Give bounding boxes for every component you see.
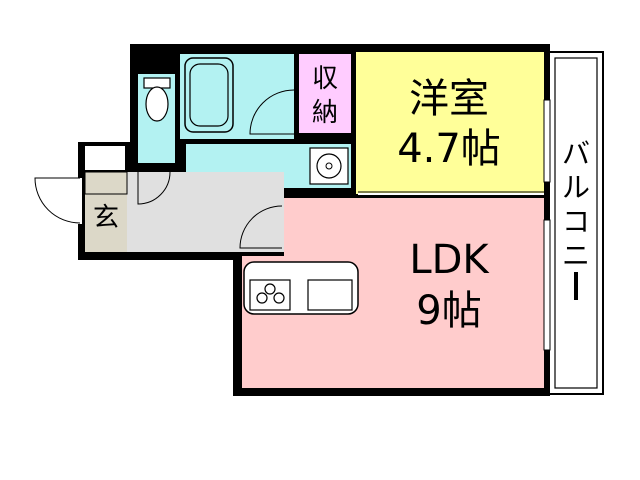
kitchen-sink xyxy=(307,279,353,311)
balcony-char-2: ル xyxy=(562,171,590,204)
stove-burner-left xyxy=(256,292,268,304)
storage-floor xyxy=(299,54,351,133)
balcony-char-3: コ xyxy=(562,205,590,238)
western-room-name: 洋室 xyxy=(409,76,489,122)
front-door-swing xyxy=(34,177,81,224)
balcony-window-upper xyxy=(543,99,551,183)
entrance-step xyxy=(84,171,128,195)
stove-burner-right xyxy=(273,292,285,304)
balcony-char-5-text: ー xyxy=(576,299,577,301)
bathtub-inner xyxy=(189,63,229,127)
entrance-closet-box xyxy=(85,146,125,170)
wash-basin-drain xyxy=(325,162,333,170)
balcony-char-4: ニ xyxy=(562,239,590,272)
balcony xyxy=(547,51,604,395)
bathroom-door-swing xyxy=(249,89,295,135)
balcony-window-lower xyxy=(543,219,551,351)
western-room-size: 4.7帖 xyxy=(397,126,501,172)
toilet-door-swing xyxy=(137,171,171,205)
ldk-size: 9帖 xyxy=(416,288,481,334)
ldk-door-swing xyxy=(239,205,283,249)
storage-label-line2: 納 xyxy=(312,98,338,128)
hallway-floor xyxy=(127,172,284,252)
balcony-char-1: バ xyxy=(562,137,590,170)
entrance-door-opening xyxy=(76,178,82,224)
stove-burner-center xyxy=(264,283,276,295)
entrance-label: 玄 xyxy=(93,203,119,233)
balcony-inner-rail xyxy=(554,57,598,389)
storage-label-line1: 収 xyxy=(312,64,338,94)
balcony-floor xyxy=(547,51,604,395)
ldk-name: LDK xyxy=(409,237,490,283)
toilet-bowl xyxy=(145,86,169,122)
western-room-floor xyxy=(356,52,544,194)
balcony-char-5 xyxy=(574,272,578,300)
